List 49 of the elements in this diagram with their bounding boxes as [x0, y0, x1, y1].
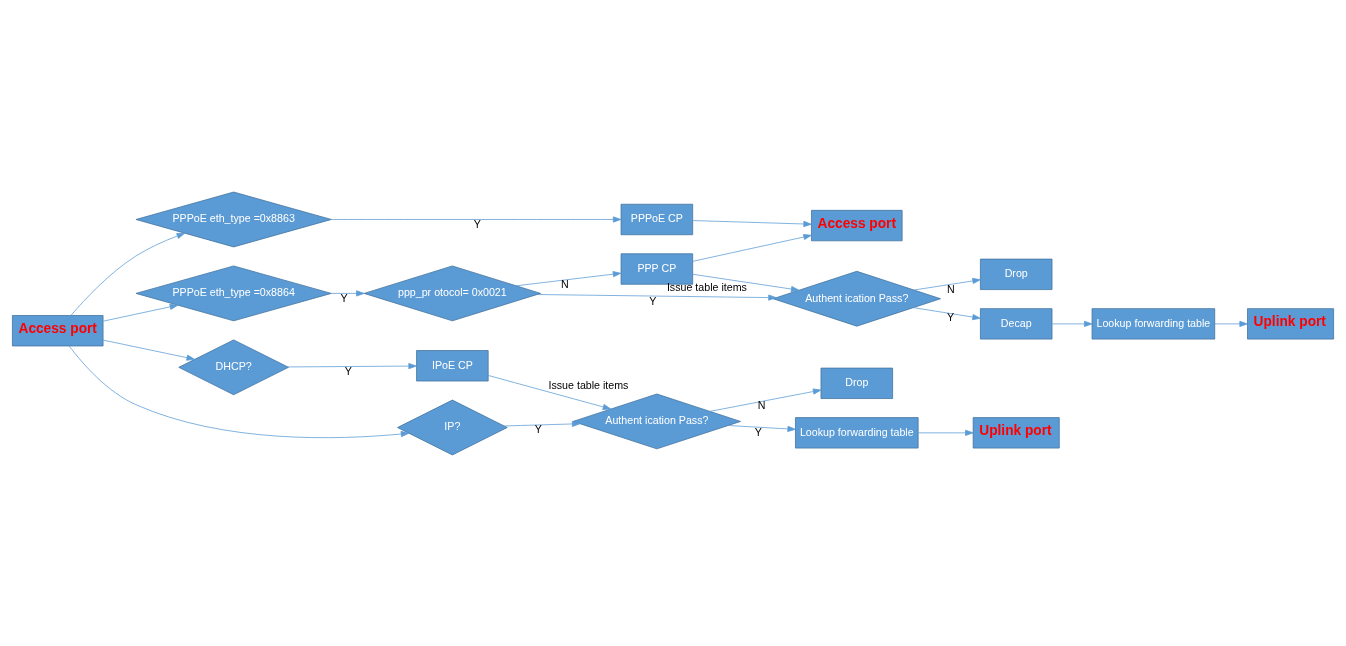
node-box: Decap	[980, 307, 1053, 339]
node-diamond: Authent ication Pass?	[772, 270, 941, 327]
node-box: Access port	[12, 314, 104, 346]
node-box: PPP CP	[620, 252, 694, 285]
arrow	[913, 306, 981, 320]
node-diamond: PPPoE eth_type =0x8864	[135, 265, 332, 321]
arrow	[68, 345, 410, 438]
arrow	[331, 215, 622, 223]
arrow	[102, 339, 195, 361]
arrow	[503, 420, 581, 427]
arrow	[1051, 320, 1093, 327]
node-diamond: DHCP?	[178, 339, 289, 395]
edge-label: N	[757, 398, 766, 411]
node-box: Uplink port	[972, 416, 1060, 448]
arrow	[692, 219, 812, 227]
node-diamond: PPPoE eth_type =0x8863	[135, 191, 332, 247]
arrow	[1214, 320, 1248, 327]
edge-label: Issue table items	[548, 378, 629, 391]
node-box: Lookup forwarding table	[795, 416, 919, 448]
node-box: IPoE CP	[416, 349, 489, 381]
arrow	[515, 270, 622, 286]
node-diamond: ppp_pr otocol= 0x0021	[363, 265, 541, 321]
edge-label: N	[561, 277, 569, 290]
arrow	[692, 233, 812, 262]
node-box: Lookup forwarding table	[1091, 307, 1216, 339]
edge-label: Y	[649, 294, 657, 307]
node-box: Access port	[811, 209, 903, 241]
arrow	[331, 289, 365, 296]
arrow	[692, 273, 800, 292]
node-box: Drop	[980, 258, 1053, 290]
edge-label: N	[947, 282, 955, 295]
arrow	[917, 429, 974, 436]
edge-label: Y	[754, 425, 762, 438]
arrow	[728, 424, 796, 432]
edge-label: Y	[473, 217, 481, 230]
edge-label: Y	[344, 364, 352, 377]
arrow	[70, 232, 186, 316]
edge-label: Y	[340, 291, 348, 304]
arrow	[287, 362, 417, 369]
arrow	[536, 293, 777, 301]
node-box: PPPoE CP	[620, 203, 694, 235]
arrow	[709, 388, 822, 412]
arrow	[487, 374, 612, 410]
node-box: Drop	[820, 367, 893, 399]
arrow	[913, 277, 981, 290]
edge-label: Y	[947, 310, 955, 323]
node-box: Uplink port	[1247, 307, 1334, 339]
edge-label: Y	[534, 422, 542, 435]
arrow	[102, 303, 179, 322]
